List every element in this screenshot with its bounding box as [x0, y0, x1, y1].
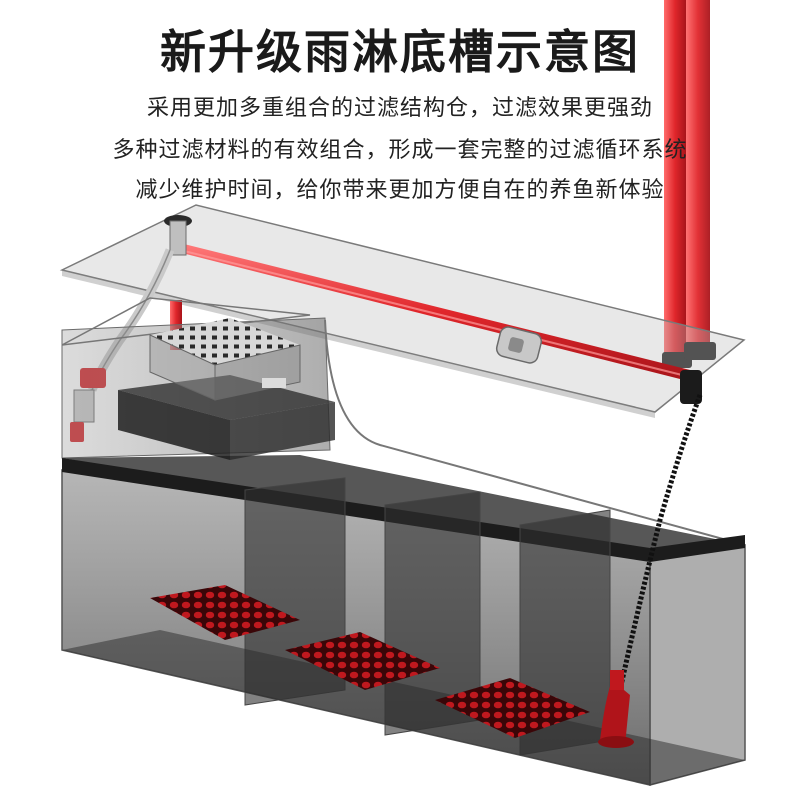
- water-pump: [598, 394, 703, 748]
- page-title: 新升级雨淋底槽示意图: [160, 25, 640, 79]
- filter-mat: [150, 585, 300, 640]
- filter-mat: [435, 678, 590, 738]
- subtitle-line-2: 多种过滤材料的有效组合，形成一套完整的过滤循环系统: [112, 138, 688, 163]
- subtitle-line-3: 减少维护时间，给你带来更加方便自在的养鱼新体验: [135, 178, 665, 203]
- spray-pipe-horizontal: [178, 244, 702, 404]
- filter-mat: [285, 632, 440, 690]
- filter-mats: [150, 585, 590, 738]
- return-pipe-vertical: [662, 0, 716, 368]
- upper-filter-box: [118, 318, 335, 460]
- subtitle-line-1: 采用更加多重组合的过滤结构仓，过滤效果更强劲: [146, 96, 653, 121]
